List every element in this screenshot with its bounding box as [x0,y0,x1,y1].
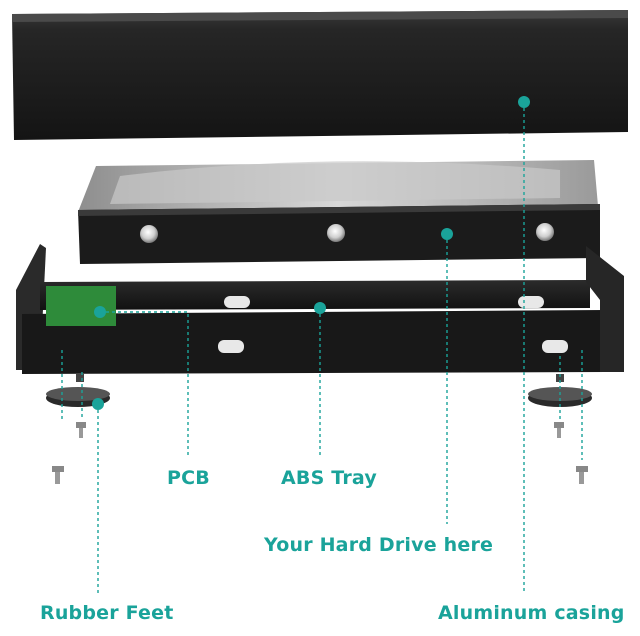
callout-lines [61,102,583,594]
screw-hole-icon [536,223,554,241]
callout-dots [92,96,530,410]
screw-hole-icon [327,224,345,242]
hard-drive [78,160,600,264]
screw-icon [52,466,64,484]
screw-icon [554,422,564,438]
tray-slot-icon [218,340,244,353]
tray-slot-icon [518,296,544,308]
screw-hole-icon [140,225,158,243]
abs-tray [16,244,624,374]
callout-dot-icon [92,398,104,410]
aluminum-casing [12,10,628,140]
callout-dot-icon [94,306,106,318]
label-aluminum-casing: Aluminum casing [438,602,625,624]
callout-dot-icon [314,302,326,314]
label-pcb: PCB [167,467,210,489]
rubber-feet [46,374,592,407]
callout-dot-icon [441,228,453,240]
tray-slot-icon [224,296,250,308]
screws [52,422,588,484]
tray-slot-icon [542,340,568,353]
label-hard-drive: Your Hard Drive here [264,534,494,556]
callout-dot-icon [518,96,530,108]
screw-icon [76,422,86,438]
screw-icon [576,466,588,484]
pcb-board [46,286,116,326]
label-abs-tray: ABS Tray [281,467,377,489]
label-rubber-feet: Rubber Feet [40,602,174,624]
